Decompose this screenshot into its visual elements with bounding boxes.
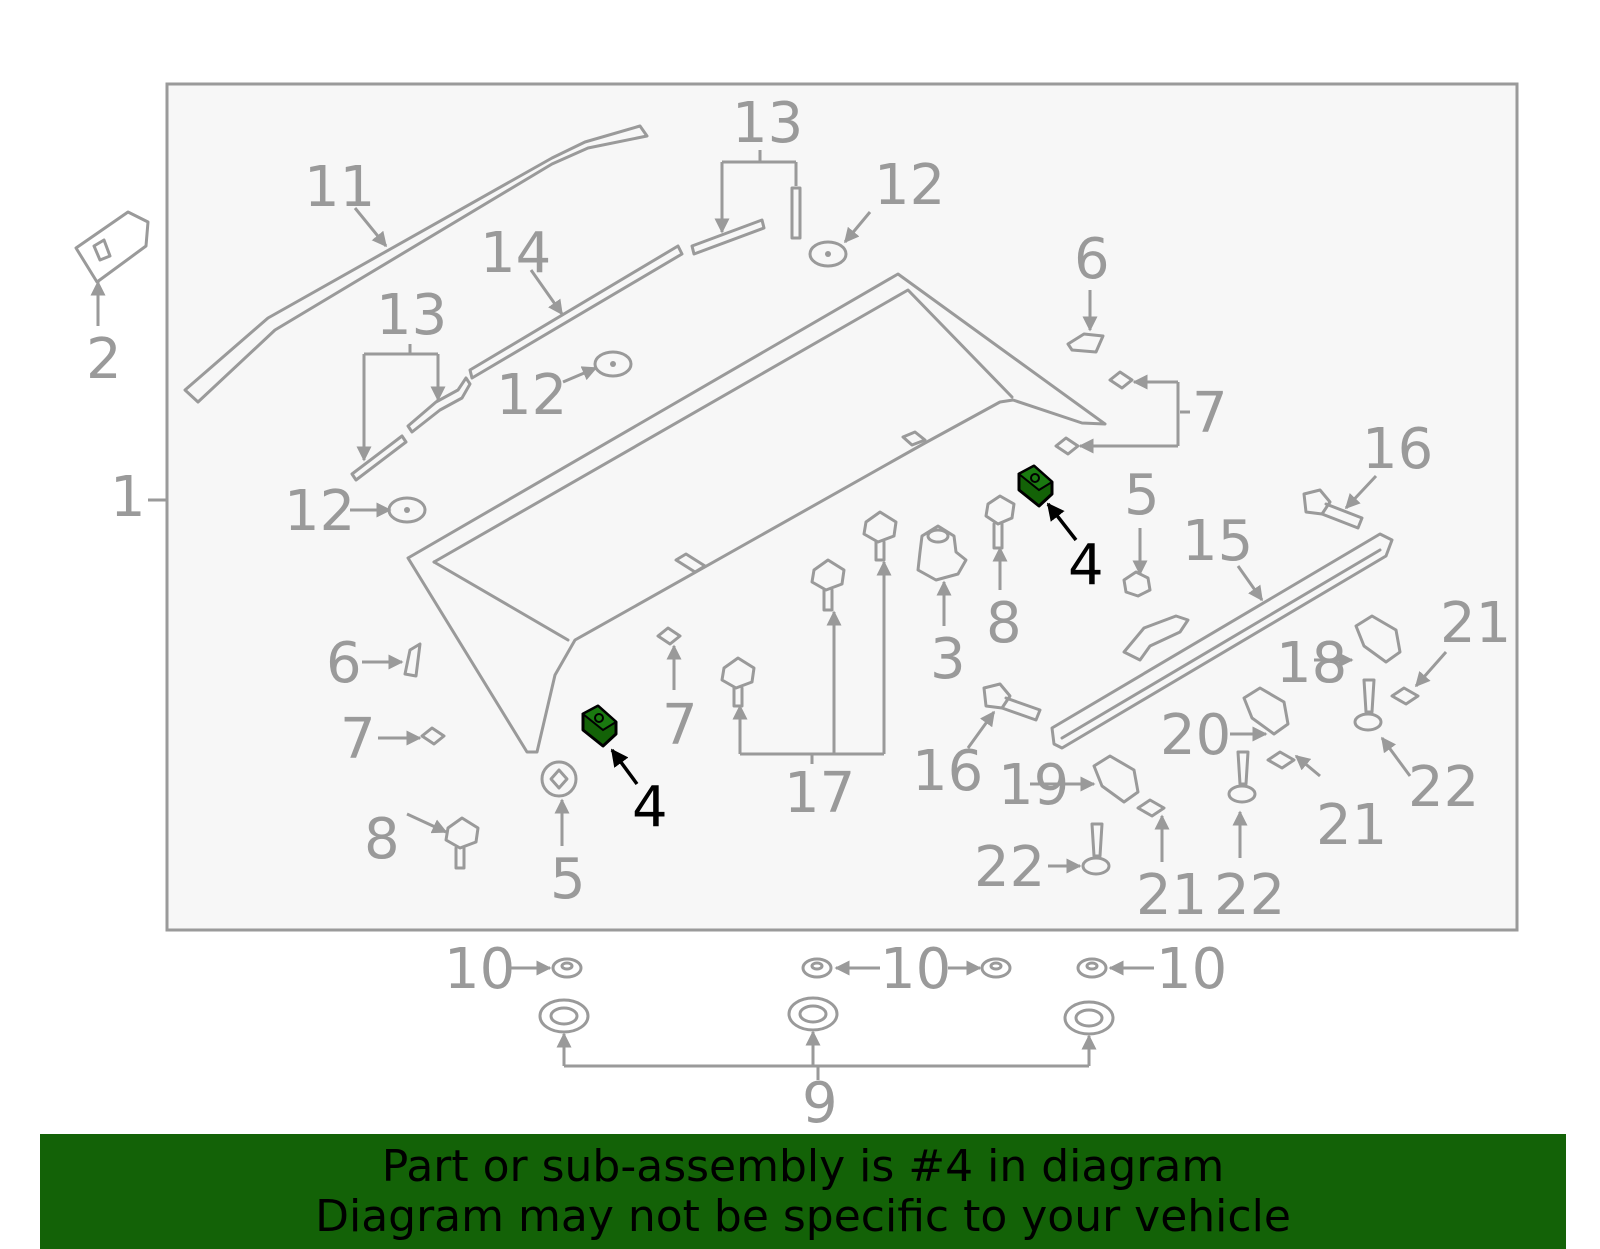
moulding-strip [183, 124, 649, 404]
banner-line-disclaimer: Diagram may not be specific to your vehi… [315, 1191, 1291, 1242]
trim-strip-13c [350, 434, 408, 482]
callout-label: 16 [912, 739, 983, 804]
washer-9 [538, 996, 1115, 1036]
callout-label: 5 [1124, 463, 1160, 528]
callout-label: 10 [444, 937, 515, 1002]
callout-label: 22 [974, 835, 1045, 900]
callout-label: 11 [304, 155, 375, 220]
callout-label-highlighted: 4 [1068, 533, 1104, 598]
bumper-stop-3 [916, 524, 968, 582]
callout-label: 7 [340, 707, 376, 772]
moulding-strip-14 [468, 244, 684, 380]
trim-strip-13b [790, 186, 802, 240]
bracket-18 [1092, 614, 1402, 804]
callout-label: 13 [732, 91, 803, 156]
callout-label: 2 [86, 327, 122, 392]
spoiler-body [406, 272, 1107, 754]
callout-label: 22 [1214, 863, 1285, 928]
callout-label: 3 [930, 627, 966, 692]
screw-22 [1081, 678, 1383, 876]
callout-label: 21 [1440, 591, 1511, 656]
clip-7b [1054, 436, 1080, 456]
clip-7d [656, 626, 682, 646]
callout-label: 17 [784, 761, 855, 826]
callout-label: 12 [284, 479, 355, 544]
callout-label: 8 [986, 591, 1022, 656]
callout-label: 14 [480, 221, 551, 286]
info-banner: Part or sub-assembly is #4 in diagram Di… [40, 1134, 1566, 1249]
callout-label: 12 [496, 363, 567, 428]
callout-label: 6 [326, 631, 362, 696]
callout-label: 12 [874, 153, 945, 218]
bolt-16 [982, 488, 1364, 722]
callout-label: 21 [1316, 793, 1387, 858]
brake-light-15 [1050, 532, 1394, 750]
banner-line-part: Part or sub-assembly is #4 in diagram [381, 1141, 1225, 1192]
callout-label: 8 [364, 807, 400, 872]
nut-10 [551, 957, 1108, 979]
clip-7c [420, 726, 446, 746]
pad-6a [1066, 332, 1105, 354]
callout-label: 21 [1136, 863, 1207, 928]
callout-label: 20 [1160, 703, 1231, 768]
callout-label: 18 [1276, 631, 1347, 696]
callout-label: 1 [110, 465, 146, 530]
callout-label: 10 [1156, 937, 1227, 1002]
pad-6b [403, 642, 422, 678]
callout-label: 5 [550, 847, 586, 912]
callout-label: 15 [1182, 509, 1253, 574]
highlighted-part-4 [581, 464, 1054, 748]
trim-strip-13a [690, 218, 766, 256]
clip-7a [1108, 370, 1134, 390]
callout-label: 10 [880, 937, 951, 1002]
callout-label: 7 [1192, 381, 1228, 446]
callout-label: 9 [802, 1071, 838, 1136]
callout-label-highlighted: 4 [632, 775, 668, 840]
leader-lines [90, 150, 1448, 1080]
callout-label: 19 [998, 753, 1069, 818]
callout-label: 16 [1362, 417, 1433, 482]
callout-label: 13 [376, 283, 447, 348]
callout-label: 6 [1074, 227, 1110, 292]
clip-nut-21 [1136, 686, 1420, 818]
callout-label: 7 [662, 693, 698, 758]
assembly-panel [165, 82, 1519, 932]
corner-cap [74, 210, 150, 284]
callout-labels: 1 2 3 4 4 5 5 6 6 7 7 7 8 8 9 10 10 10 1… [86, 91, 1511, 1136]
callout-label: 22 [1408, 755, 1479, 820]
